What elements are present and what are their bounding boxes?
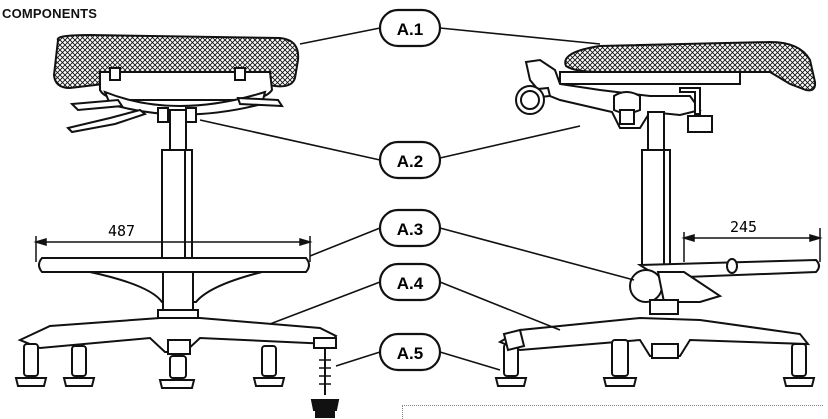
side-view-stool	[494, 40, 820, 387]
front-width-dimension	[33, 236, 313, 262]
callout-a3: A.3	[378, 208, 442, 248]
callout-a1: A.1	[378, 8, 442, 48]
front-foot-ring	[38, 257, 310, 273]
diagram-title: COMPONENTS	[2, 6, 98, 21]
callout-a5-label: A.5	[397, 344, 423, 363]
callout-a4-label: A.4	[397, 274, 424, 293]
callout-a2: A.2	[378, 140, 442, 180]
ring-clamp	[629, 269, 663, 303]
info-frame	[402, 405, 823, 419]
callout-a3-label: A.3	[397, 220, 423, 239]
front-glides	[14, 343, 286, 389]
front-view-stool	[14, 33, 340, 418]
side-depth-dimension	[681, 228, 823, 262]
leader-lines	[199, 27, 635, 371]
callout-a2-label: A.2	[397, 152, 423, 171]
front-seat-shell	[99, 71, 274, 101]
callout-a5: A.5	[378, 332, 442, 372]
callout-a4: A.4	[378, 262, 442, 302]
side-depth-label: 245	[730, 218, 757, 236]
front-width-label: 487	[108, 222, 135, 240]
callout-a1-label: A.1	[397, 20, 423, 39]
glide-exploded	[310, 337, 340, 418]
